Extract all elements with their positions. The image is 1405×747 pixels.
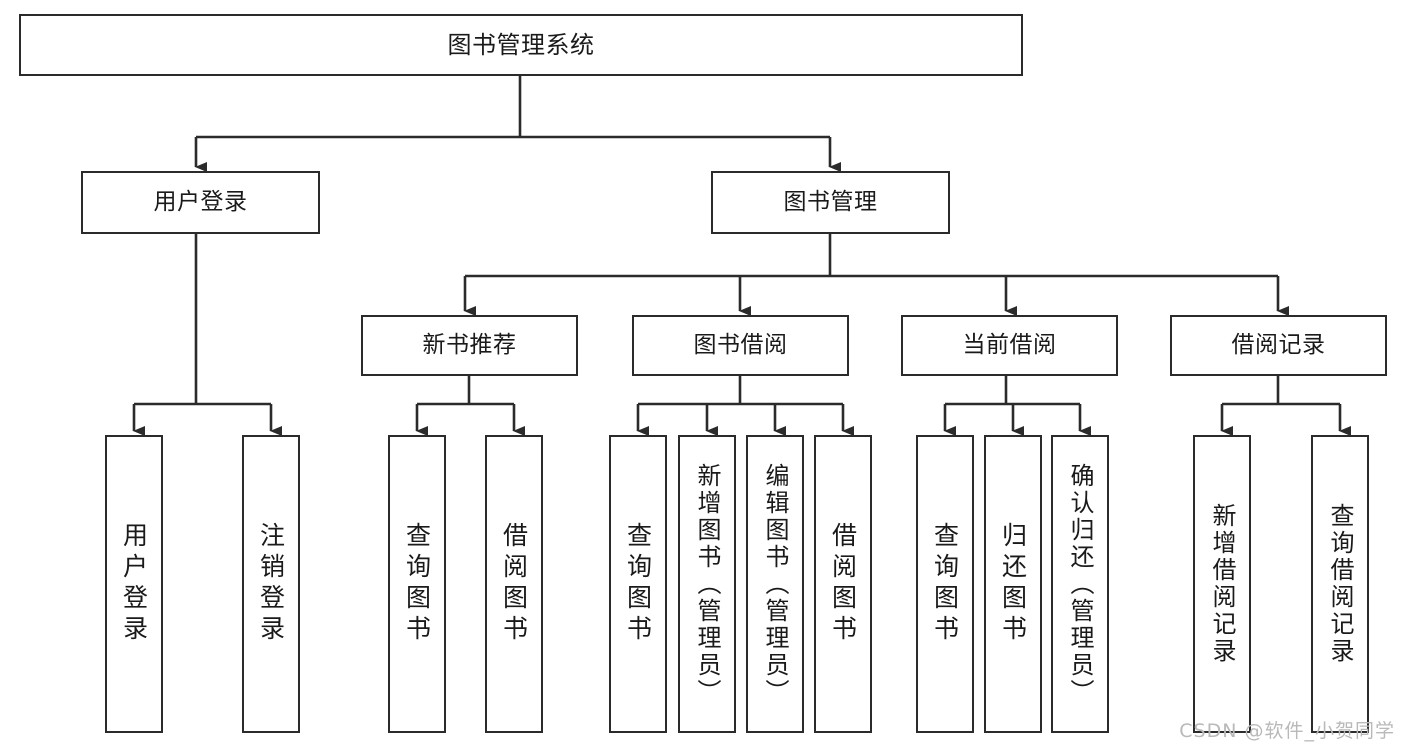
leaf-add-borrow-record[interactable]: 新增借阅记录 xyxy=(1193,435,1251,733)
node-label: 编辑图书（管理员） xyxy=(761,462,789,706)
node-label: 借阅图书 xyxy=(828,522,858,646)
node-label: 查询图书 xyxy=(402,522,432,646)
leaf-user-logout[interactable]: 注销登录 xyxy=(242,435,300,733)
node-new-book-recommend[interactable]: 新书推荐 xyxy=(361,315,578,376)
leaf-user-login[interactable]: 用户登录 xyxy=(105,435,163,733)
node-label: 借阅记录 xyxy=(1231,331,1326,358)
leaf-query-borrow-record[interactable]: 查询借阅记录 xyxy=(1311,435,1369,733)
node-label: 新书推荐 xyxy=(422,331,517,358)
leaf-query-book-borrow[interactable]: 查询图书 xyxy=(609,435,667,733)
node-book-borrow[interactable]: 图书借阅 xyxy=(632,315,849,376)
node-label: 用户登录 xyxy=(119,522,149,646)
node-borrow-record[interactable]: 借阅记录 xyxy=(1170,315,1387,376)
node-label: 当前借阅 xyxy=(962,331,1057,358)
node-label: 新增图书（管理员） xyxy=(693,462,721,706)
node-label: 查询图书 xyxy=(930,522,960,646)
leaf-borrow-book-recommend[interactable]: 借阅图书 xyxy=(485,435,543,733)
node-label: 图书管理 xyxy=(783,188,878,215)
leaf-borrow-book[interactable]: 借阅图书 xyxy=(814,435,872,733)
node-user-login[interactable]: 用户登录 xyxy=(81,171,320,234)
node-label: 查询图书 xyxy=(623,522,653,646)
node-label: 确认归还（管理员） xyxy=(1066,462,1094,706)
leaf-query-book-current[interactable]: 查询图书 xyxy=(916,435,974,733)
node-root-system[interactable]: 图书管理系统 xyxy=(19,14,1023,76)
node-label: 图书借阅 xyxy=(693,331,788,358)
node-label: 新增借阅记录 xyxy=(1208,503,1236,665)
csdn-watermark: CSDN @软件_小贺同学 xyxy=(1179,720,1395,742)
leaf-query-book-recommend[interactable]: 查询图书 xyxy=(388,435,446,733)
node-label: 用户登录 xyxy=(153,188,248,215)
leaf-return-book[interactable]: 归还图书 xyxy=(984,435,1042,733)
node-book-manage[interactable]: 图书管理 xyxy=(711,171,950,234)
node-label: 图书管理系统 xyxy=(447,30,595,59)
leaf-add-book[interactable]: 新增图书（管理员） xyxy=(678,435,736,733)
node-label: 注销登录 xyxy=(256,522,286,646)
node-label: 借阅图书 xyxy=(499,522,529,646)
leaf-confirm-return[interactable]: 确认归还（管理员） xyxy=(1051,435,1109,733)
node-current-borrow[interactable]: 当前借阅 xyxy=(901,315,1118,376)
node-label: 查询借阅记录 xyxy=(1326,503,1354,665)
leaf-edit-book[interactable]: 编辑图书（管理员） xyxy=(746,435,804,733)
node-label: 归还图书 xyxy=(998,522,1028,646)
